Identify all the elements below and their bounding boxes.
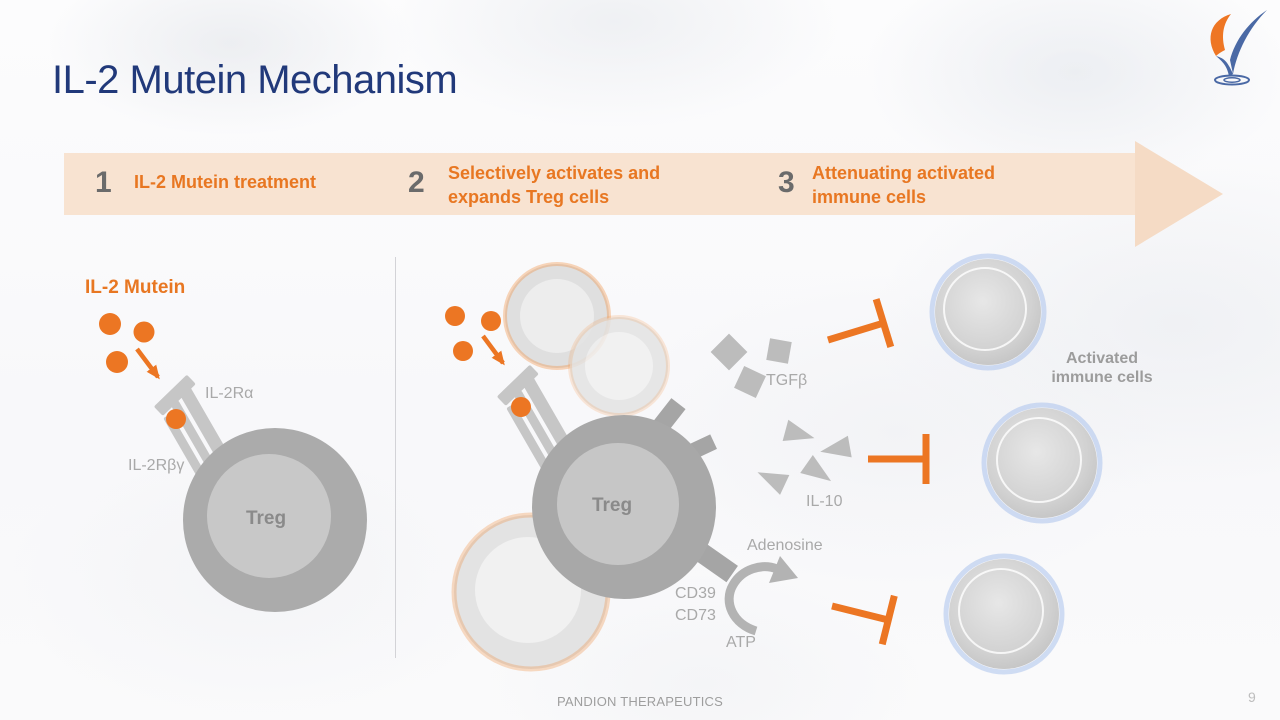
inhibition-bar-bottom <box>831 594 898 646</box>
il10-label: IL-10 <box>806 493 843 510</box>
activated-label-line-2: immune cells <box>1051 369 1153 386</box>
banner-arrowhead <box>1135 141 1223 247</box>
page-title: IL-2 Mutein Mechanism <box>52 58 458 102</box>
atp-adenosine-arrow <box>724 556 798 636</box>
step-1-label: IL-2 Mutein treatment <box>134 170 316 194</box>
step-2-line-2: expands Treg cells <box>448 187 610 207</box>
page-number: 9 <box>1248 689 1256 705</box>
activated-immune-cell-3 <box>943 553 1065 675</box>
activated-immune-cells <box>929 253 1103 675</box>
adenosine-label: Adenosine <box>747 537 823 554</box>
logo-orange-wing <box>1210 14 1231 56</box>
activated-immune-cell-1 <box>929 253 1047 371</box>
inhibition-bar-middle <box>868 434 930 484</box>
logo-ripple-outer <box>1214 74 1250 86</box>
atp-label: ATP <box>726 634 756 651</box>
logo-blue-body <box>1216 10 1267 76</box>
il2-mutein-molecules-left <box>99 313 186 429</box>
step-3-label: Attenuating activated immune cells <box>812 161 995 209</box>
step-1-number: 1 <box>95 166 112 199</box>
step-2-label: Selectively activates and expands Treg c… <box>448 161 660 209</box>
cd73-label: CD73 <box>675 607 716 624</box>
inhibition-bars <box>826 298 930 646</box>
tgf-beta-label: TGFβ <box>766 372 808 389</box>
activated-label-line-1: Activated <box>1065 350 1139 367</box>
treg-center-label: Treg <box>591 495 633 516</box>
binding-arrow-center <box>481 334 505 366</box>
treg-cell-left <box>183 428 367 612</box>
step-2-line-1: Selectively activates and <box>448 163 661 183</box>
binding-arrow-left <box>135 347 160 380</box>
treg-cell-center <box>532 415 716 599</box>
il10-molecules <box>757 419 852 495</box>
tgf-beta-molecules <box>710 333 792 398</box>
banner-band <box>64 153 1135 215</box>
pandion-bird-logo <box>1210 10 1267 86</box>
activated-immune-cell-2 <box>981 402 1103 524</box>
step-3-line-1: Attenuating activated <box>812 163 996 183</box>
step-1-line-1: IL-2 Mutein treatment <box>134 172 317 192</box>
step-2-number: 2 <box>408 166 425 199</box>
il2-mutein-label: IL-2 Mutein <box>85 277 186 298</box>
inhibition-bar-top <box>826 298 895 348</box>
footer-company-name: PANDION THERAPEUTICS <box>556 694 724 709</box>
logo-ripple-inner <box>1223 77 1241 83</box>
il2-mutein-molecules-center <box>445 306 531 417</box>
il2r-alpha-label: IL-2Rα <box>205 385 254 402</box>
cd39-label: CD39 <box>675 585 716 602</box>
treg-left-label: Treg <box>245 508 287 529</box>
step-3-line-2: immune cells <box>812 187 927 207</box>
step-3-number: 3 <box>778 166 795 199</box>
il2r-beta-gamma-label: IL-2Rβγ <box>128 457 185 474</box>
activated-immune-cells-label: Activated immune cells <box>1041 349 1163 387</box>
